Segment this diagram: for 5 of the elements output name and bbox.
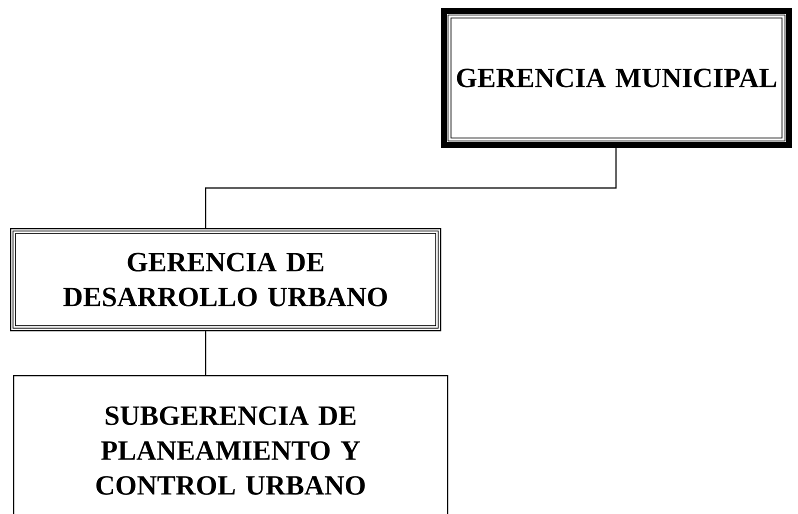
connector-line	[205, 148, 617, 228]
org-box: GERENCIA MUNICIPAL	[441, 8, 792, 148]
connector-line	[205, 331, 206, 375]
org-box: SUBGERENCIA DE PLANEAMIENTO Y CONTROL URBANO	[13, 375, 448, 514]
org-box: GERENCIA DE DESARROLLO URBANO	[10, 228, 442, 332]
